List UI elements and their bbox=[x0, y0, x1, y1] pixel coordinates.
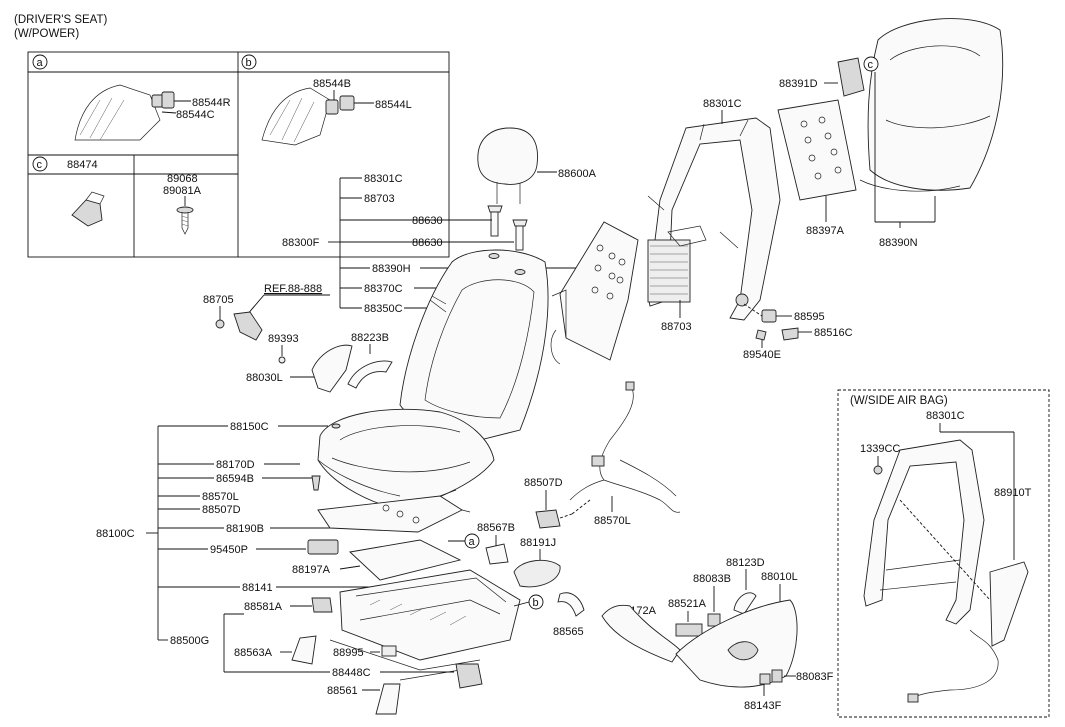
label-88507D-b: 88507D bbox=[524, 477, 563, 489]
recliner-parts: 88595 88516C 89540E bbox=[743, 303, 853, 361]
label-88197A: 88197A bbox=[292, 564, 331, 576]
label-88703-a: 88703 bbox=[364, 193, 395, 205]
label-88448C: 88448C bbox=[332, 667, 371, 679]
label-88630-b: 88630 bbox=[412, 237, 443, 249]
label-88100C: 88100C bbox=[96, 528, 135, 540]
label-88300F: 88300F bbox=[282, 237, 320, 249]
label-88565: 88565 bbox=[553, 626, 584, 638]
label-89068: 89068 bbox=[167, 173, 198, 185]
label-88223B: 88223B bbox=[351, 332, 389, 344]
label-88370C: 88370C bbox=[364, 283, 403, 295]
label-1339CC: 1339CC bbox=[860, 443, 900, 455]
inset-a-letter: a bbox=[37, 57, 44, 69]
label-88544L: 88544L bbox=[375, 99, 412, 111]
label-88397A: 88397A bbox=[806, 225, 845, 237]
inset-c-letter: c bbox=[37, 159, 43, 171]
callout-c: c bbox=[868, 59, 874, 71]
label-88030L: 88030L bbox=[246, 372, 283, 384]
seat-cushion bbox=[311, 408, 495, 511]
label-88301C-a: 88301C bbox=[364, 173, 403, 185]
label-88544B: 88544B bbox=[313, 78, 351, 90]
label-88170D: 88170D bbox=[216, 459, 255, 471]
seatback-frame: 88301C 88703 bbox=[647, 98, 781, 333]
track-parts: 88581A 88563A 88995 88448C 88561 bbox=[223, 597, 483, 715]
seatback-cover: c 88390N bbox=[859, 18, 1004, 249]
seatback-cushion bbox=[399, 249, 549, 441]
side-small-parts: 88705 REF.88-888 89393 88223B 88030L bbox=[203, 283, 393, 393]
label-88516C: 88516C bbox=[814, 327, 853, 339]
label-88500G: 88500G bbox=[170, 635, 209, 647]
label-88123D: 88123D bbox=[726, 557, 765, 569]
headrest: 88600A bbox=[477, 127, 597, 251]
plate-88197A: 88197A a bbox=[292, 533, 480, 581]
side-airbag-title: (W/SIDE AIR BAG) bbox=[850, 395, 948, 407]
label-89393: 89393 bbox=[268, 333, 299, 345]
label-88190B: 88190B bbox=[226, 523, 264, 535]
label-88301C-c: 88301C bbox=[926, 410, 965, 422]
cushion-callouts: 88150C 88170D 86594B 88570L 88507D 88100… bbox=[96, 421, 390, 647]
lumbar-module: 88391D 88397A bbox=[777, 57, 865, 237]
label-88474: 88474 bbox=[67, 159, 98, 171]
label-88390H: 88390H bbox=[372, 263, 411, 275]
back-panel bbox=[550, 221, 639, 365]
label-88150C: 88150C bbox=[230, 421, 269, 433]
module-95450P bbox=[307, 539, 339, 555]
inset-a: a 88544R 88544C bbox=[32, 54, 231, 141]
header-power: (W/POWER) bbox=[14, 28, 79, 40]
callout-b: b bbox=[533, 597, 539, 609]
label-89540E: 89540E bbox=[743, 349, 781, 361]
label-88083B: 88083B bbox=[693, 573, 731, 585]
mid-parts: 88567B 88191J 88565 bbox=[477, 522, 585, 638]
side-trim: 88172A 88521A 88083B 88123D 88010L 88083… bbox=[601, 557, 834, 712]
seat-track: b bbox=[329, 569, 544, 681]
label-89081A: 89081A bbox=[163, 185, 202, 197]
label-88544R: 88544R bbox=[192, 97, 231, 109]
label-88301C-b: 88301C bbox=[703, 98, 742, 110]
label-88191J: 88191J bbox=[520, 537, 556, 549]
label-88563A: 88563A bbox=[234, 647, 273, 659]
label-86594B: 86594B bbox=[216, 473, 254, 485]
label-88507D-a: 88507D bbox=[202, 504, 241, 516]
label-88570L-a: 88570L bbox=[202, 491, 239, 503]
header-drivers-seat: (DRIVER'S SEAT) bbox=[14, 14, 108, 26]
label-88570L-b: 88570L bbox=[594, 515, 631, 527]
label-88350C: 88350C bbox=[364, 303, 403, 315]
label-88910T: 88910T bbox=[994, 487, 1032, 499]
ref-88-888: REF.88-888 bbox=[264, 283, 322, 295]
side-airbag-box: (W/SIDE AIR BAG) 88301C 88910T 1339CC bbox=[837, 389, 1050, 718]
inset-c: c 88474 bbox=[32, 156, 105, 227]
label-88995: 88995 bbox=[333, 647, 364, 659]
inset-b: b 88544B 88544L bbox=[241, 54, 412, 146]
label-88581A: 88581A bbox=[244, 601, 283, 613]
label-88141: 88141 bbox=[242, 582, 273, 594]
label-88143F: 88143F bbox=[744, 700, 782, 712]
label-88600A: 88600A bbox=[558, 168, 597, 180]
label-88705: 88705 bbox=[203, 294, 234, 306]
inset-d: 89068 89081A bbox=[163, 173, 202, 235]
label-88391D: 88391D bbox=[779, 78, 818, 90]
seatback-callouts: 88301C 88703 88630 88300F 88630 88390H 8… bbox=[282, 173, 610, 315]
label-88561: 88561 bbox=[327, 685, 358, 697]
label-88390N: 88390N bbox=[879, 237, 918, 249]
label-88083F: 88083F bbox=[796, 671, 834, 683]
label-88630-a: 88630 bbox=[412, 215, 443, 227]
label-88521A: 88521A bbox=[668, 598, 707, 610]
inset-b-letter: b bbox=[246, 57, 252, 69]
label-88544C: 88544C bbox=[176, 109, 215, 121]
label-95450P: 95450P bbox=[210, 544, 248, 556]
inset-boxes bbox=[27, 51, 450, 258]
wiring-harness: 88570L 88507D bbox=[524, 381, 681, 529]
label-88567B: 88567B bbox=[477, 522, 515, 534]
callout-a: a bbox=[469, 536, 476, 548]
label-88595: 88595 bbox=[794, 311, 825, 323]
label-88010L: 88010L bbox=[761, 571, 798, 583]
cushion-pan bbox=[317, 489, 471, 533]
label-88703-b: 88703 bbox=[661, 321, 692, 333]
